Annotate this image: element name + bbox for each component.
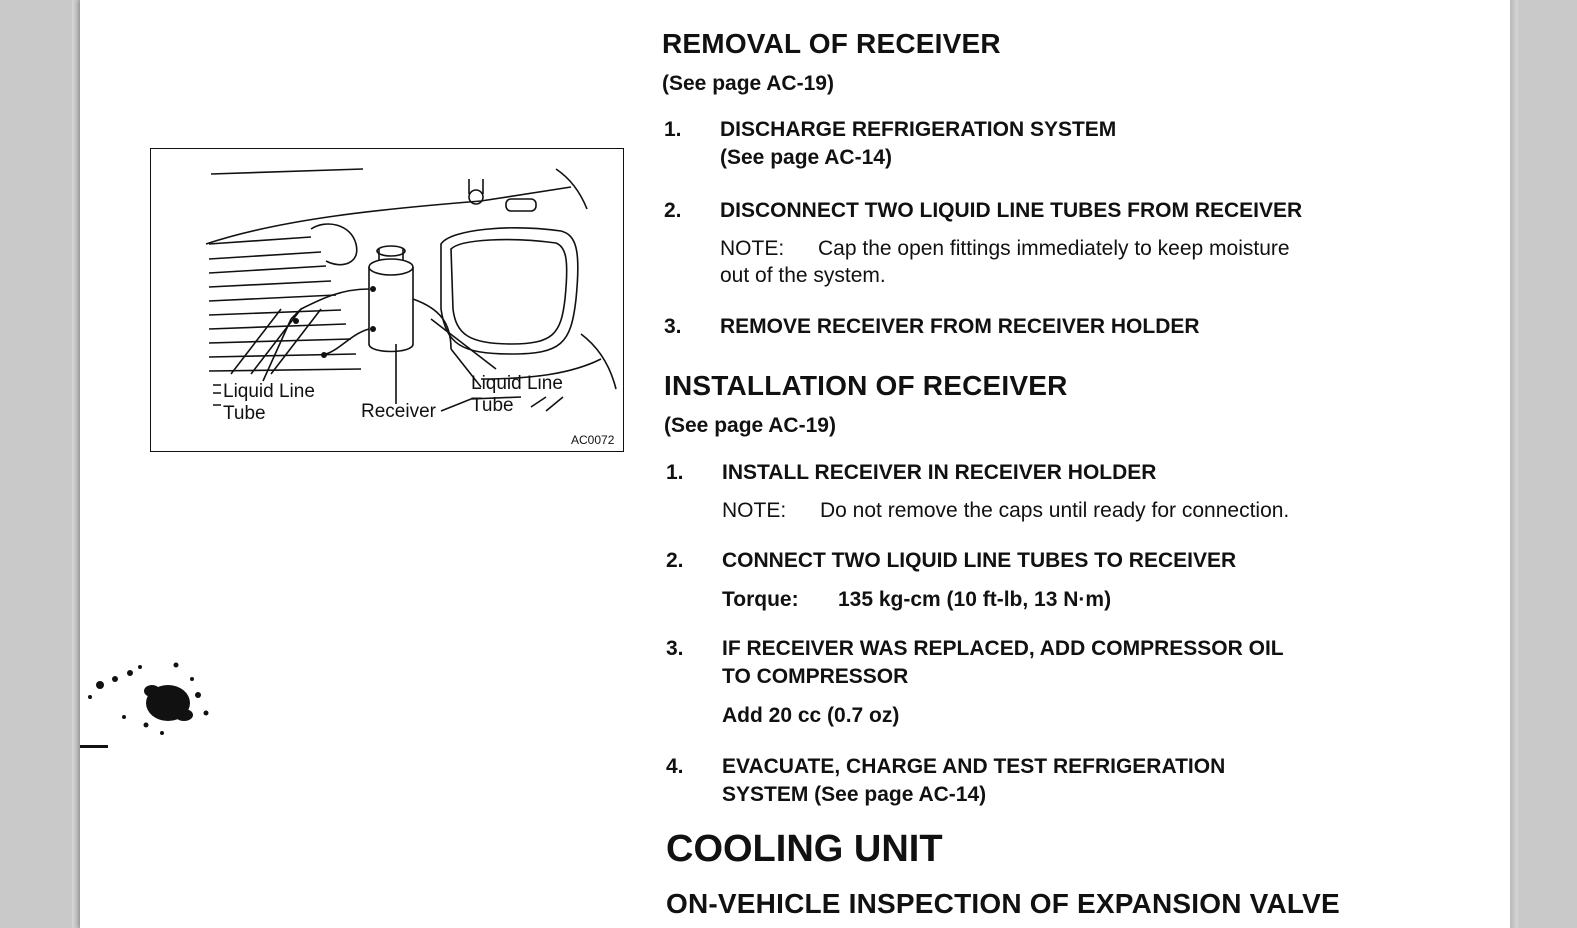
installation-step-3-num: 3. xyxy=(666,637,684,660)
removal-step-2-num: 2. xyxy=(664,199,682,222)
installation-step-4-num: 4. xyxy=(666,755,684,778)
note-label: NOTE: xyxy=(722,499,787,522)
receiver-drawing xyxy=(205,168,617,412)
installation-step-4-line-2: SYSTEM (See page AC-14) xyxy=(722,783,987,806)
label-receiver: Receiver xyxy=(361,401,436,422)
installation-step-2-torque: Torque: 135 kg-cm (10 ft-lb, 13 N·m) xyxy=(722,588,1111,612)
installation-step-1-note: NOTE: Do not remove the caps until ready … xyxy=(722,497,1289,525)
removal-step-1-line-2: (See page AC-14) xyxy=(720,146,892,169)
installation-step-3-oil: Add 20 cc (0.7 oz) xyxy=(722,704,900,727)
installation-ref: (See page AC-19) xyxy=(664,414,836,437)
removal-ref: (See page AC-19) xyxy=(662,72,834,95)
installation-step-3-line-2: TO COMPRESSOR xyxy=(722,665,909,688)
note-text: Cap the open fittings immediately to kee… xyxy=(818,237,1290,260)
removal-step-2-note: NOTE: Cap the open fittings immediately t… xyxy=(720,235,1290,263)
page-edge-right xyxy=(1510,0,1518,928)
installation-title: INSTALLATION OF RECEIVER xyxy=(664,370,1068,401)
note-text: Do not remove the caps until ready for c… xyxy=(820,499,1290,522)
receiver-illustration: Liquid Line Tube Receiver Liquid Line Tu… xyxy=(150,148,624,452)
removal-step-1-num: 1. xyxy=(664,118,682,141)
torque-value: 135 kg-cm (10 ft-lb, 13 N·m) xyxy=(838,588,1112,611)
installation-step-4-line-1: EVACUATE, CHARGE AND TEST REFRIGERATION xyxy=(722,755,1226,778)
figure-code: AC0072 xyxy=(571,433,615,447)
torque-label: Torque: xyxy=(722,588,799,611)
installation-step-1-line-1: INSTALL RECEIVER IN RECEIVER HOLDER xyxy=(722,461,1157,484)
installation-step-2-line-1: CONNECT TWO LIQUID LINE TUBES TO RECEIVE… xyxy=(722,549,1237,572)
removal-title: REMOVAL OF RECEIVER xyxy=(662,28,1001,59)
page-edge-left xyxy=(72,0,80,928)
label-tube-left: Tube xyxy=(223,403,266,424)
label-tube-right: Tube xyxy=(471,395,514,416)
removal-step-3-line-1: REMOVE RECEIVER FROM RECEIVER HOLDER xyxy=(720,315,1200,338)
expansion-valve-title: ON-VEHICLE INSPECTION OF EXPANSION VALVE xyxy=(666,888,1340,919)
note-label: NOTE: xyxy=(720,237,785,260)
label-liquid-line-tube-right: Liquid Line xyxy=(471,373,563,394)
removal-step-1-line-1: DISCHARGE REFRIGERATION SYSTEM xyxy=(720,118,1117,141)
installation-step-3-line-1: IF RECEIVER WAS REPLACED, ADD COMPRESSOR… xyxy=(722,637,1284,660)
ink-blot xyxy=(80,662,209,748)
installation-step-1-num: 1. xyxy=(666,461,684,484)
removal-step-2-note-line-2: out of the system. xyxy=(720,264,886,287)
installation-step-2-num: 2. xyxy=(666,549,684,572)
label-liquid-line-tube-left: Liquid Line xyxy=(223,381,315,402)
removal-step-2-line-1: DISCONNECT TWO LIQUID LINE TUBES FROM RE… xyxy=(720,199,1303,222)
removal-step-3-num: 3. xyxy=(664,315,682,338)
cooling-unit-title: COOLING UNIT xyxy=(666,828,943,870)
